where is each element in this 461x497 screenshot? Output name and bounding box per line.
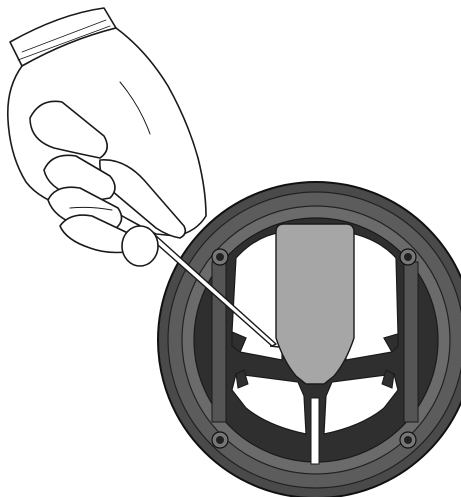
housing-center-bracket	[276, 224, 354, 384]
housing-bottom-slot	[311, 398, 319, 464]
glove-fingertip	[122, 226, 158, 266]
gloved-hand	[8, 8, 206, 266]
housing-left-wall	[212, 262, 226, 422]
screw-bottom-left	[212, 432, 228, 448]
screw-top-left	[212, 249, 228, 265]
hex-key-tip	[270, 346, 279, 347]
round-housing	[158, 182, 461, 497]
housing-right-wall	[404, 262, 418, 422]
screw-top-right	[400, 249, 416, 265]
screw-bottom-right	[400, 432, 416, 448]
